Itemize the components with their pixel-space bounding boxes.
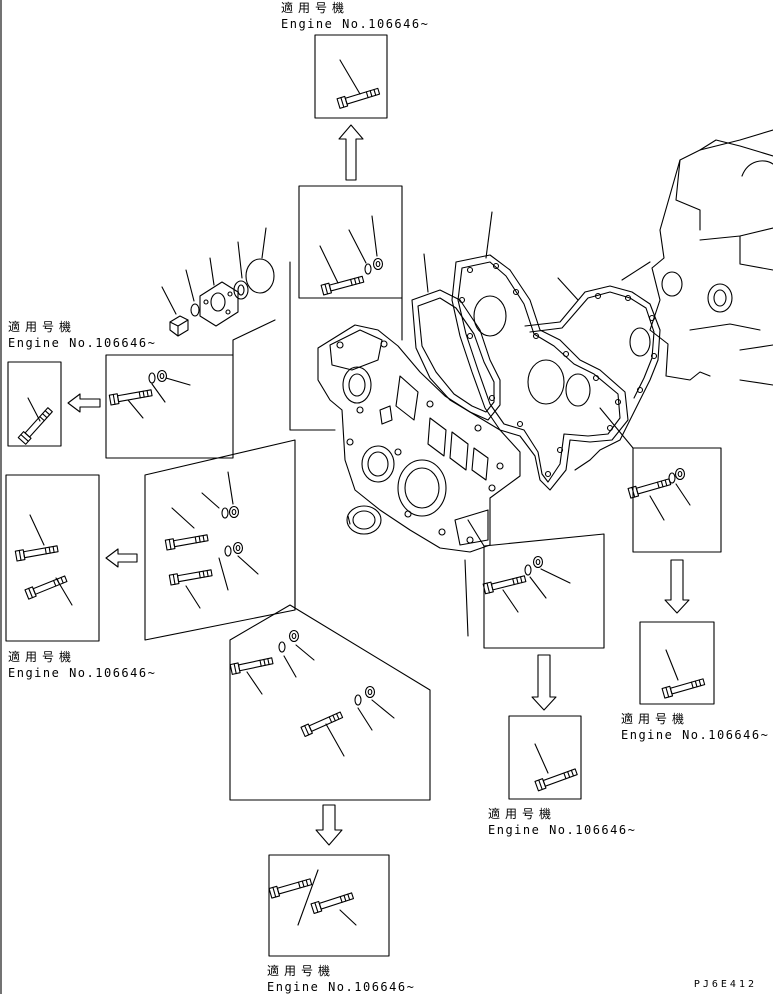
box-top-bolt-washer [298, 185, 403, 299]
box-bottom-bolts-new [268, 854, 390, 957]
large-o-ring-icon [245, 258, 275, 294]
applicability-note-center: 適用号機 Engine No.106646~ [488, 806, 636, 838]
bolt-icon [320, 273, 365, 296]
applicability-note-left-upper: 適用号機 Engine No.106646~ [8, 319, 156, 351]
applicability-note-left-lower: 適用号機 Engine No.106646~ [8, 649, 156, 681]
engine-block-outline [649, 129, 773, 386]
washer-icon [224, 545, 232, 557]
note-jp: 適用号機 [8, 650, 77, 664]
note-engine-number: Engine No.106646~ [488, 823, 637, 837]
box-top-bolt-new [314, 34, 388, 119]
seal-ring-icon [233, 280, 249, 300]
drawing-reference-code: PJ6E412 [693, 979, 757, 990]
arrow-down-bottom [315, 804, 343, 846]
box-left-bolt-new [7, 361, 62, 447]
front-cover-casting [317, 324, 521, 553]
applicability-note-top: 適用号機 Engine No.106646~ [281, 0, 429, 32]
pump-housing-icon [199, 281, 239, 327]
ring-washer-icon [228, 505, 240, 519]
bolt-icon [534, 766, 579, 792]
bolt-icon [164, 532, 209, 551]
bolt-icon [229, 655, 274, 675]
gasket-large [451, 254, 629, 491]
ring-washer-icon [156, 369, 168, 383]
bolt-icon [482, 573, 527, 595]
ring-washer-icon [532, 555, 544, 569]
ring-washer-icon [232, 541, 244, 555]
arrow-down-right [664, 559, 690, 614]
applicability-note-bottom: 適用号機 Engine No.106646~ [267, 963, 415, 995]
washer-icon [524, 564, 532, 576]
ring-washer-icon [674, 467, 686, 481]
ring-washer-icon [372, 257, 384, 271]
bolt-icon [300, 709, 344, 737]
note-jp: 適用号機 [267, 964, 336, 978]
o-ring-icon [190, 303, 200, 317]
gasket-back-plate [524, 285, 661, 471]
bolt-icon [661, 676, 706, 699]
bolt-icon [108, 387, 153, 406]
box-right-bolt-washer [632, 447, 722, 553]
ring-washer-icon [288, 629, 300, 643]
washer-icon [148, 372, 156, 384]
note-engine-number: Engine No.106646~ [8, 666, 157, 680]
small-plug-icon [169, 315, 189, 337]
arrow-left-lower [105, 548, 138, 568]
bolt-icon [336, 85, 381, 109]
box-center-bolt-washer [483, 533, 605, 649]
bolt-icon [14, 543, 59, 562]
bolt-icon [310, 890, 355, 915]
arrow-up [338, 124, 364, 181]
box-center-bolt-new [508, 715, 582, 800]
note-engine-number: Engine No.106646~ [281, 17, 430, 31]
box-left-two-bolts-new [5, 474, 100, 642]
note-jp: 適用号機 [8, 320, 77, 334]
washer-icon [221, 507, 229, 519]
applicability-note-right: 適用号機 Engine No.106646~ [621, 711, 769, 743]
note-jp: 適用号機 [621, 712, 690, 726]
gasket-small [411, 289, 501, 421]
washer-icon [278, 641, 286, 653]
note-engine-number: Engine No.106646~ [267, 980, 416, 994]
note-engine-number: Engine No.106646~ [8, 336, 157, 350]
bolt-icon [268, 876, 313, 899]
arrow-down-center [531, 654, 557, 711]
leader-line [339, 59, 361, 95]
bolt-icon [627, 476, 672, 499]
box-left-bolt-washer [105, 354, 234, 459]
note-jp: 適用号機 [488, 807, 557, 821]
bolt-icon [168, 567, 213, 586]
ring-washer-icon [364, 685, 376, 699]
note-jp: 適用号機 [281, 1, 350, 15]
note-engine-number: Engine No.106646~ [621, 728, 770, 742]
washer-icon [668, 472, 676, 484]
washer-icon [354, 694, 362, 706]
bolt-icon [17, 405, 55, 445]
box-right-bolt-new [639, 621, 715, 705]
arrow-left-upper [67, 393, 101, 413]
box-bottom-bolts-washer [229, 604, 431, 801]
washer-icon [364, 263, 372, 275]
oil-seal-icon [346, 505, 382, 535]
